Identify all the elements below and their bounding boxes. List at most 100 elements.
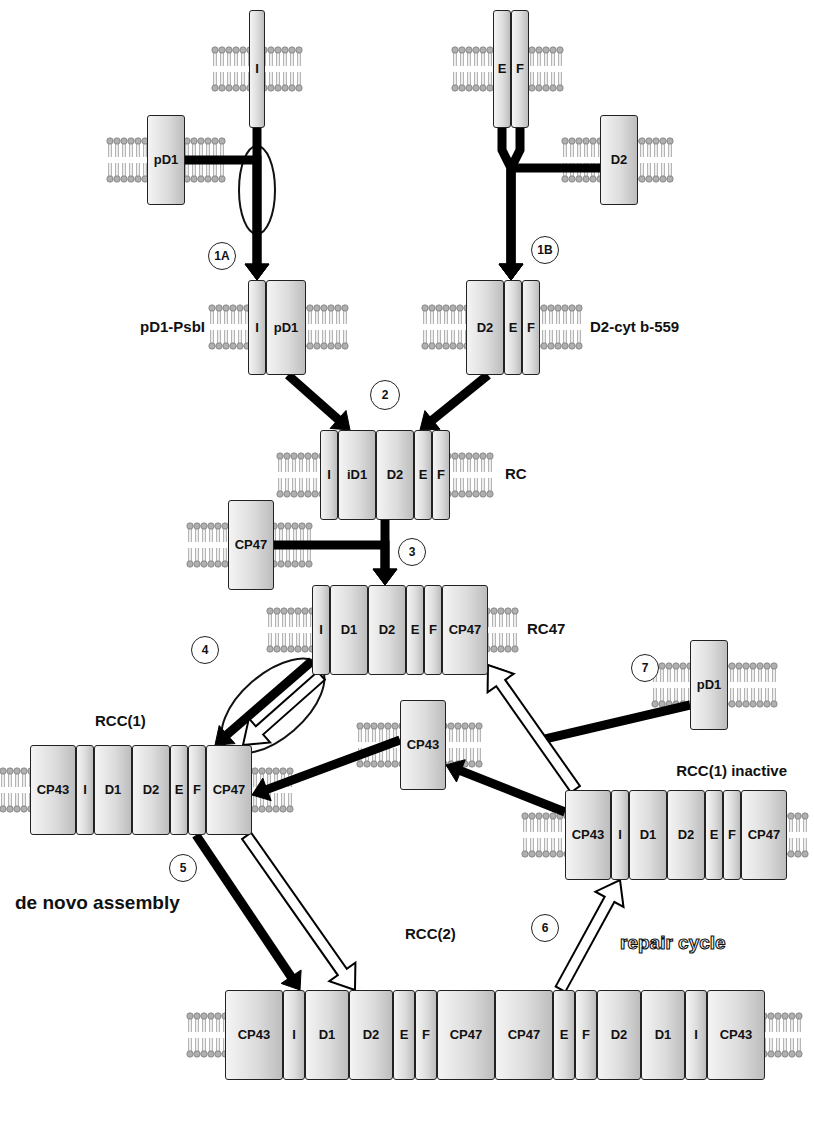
subunit-box: CP47	[741, 790, 787, 880]
lipid-head	[285, 561, 291, 567]
lipid-head	[273, 768, 279, 774]
subunit-box: F	[415, 990, 437, 1080]
step-number-circle: 6	[531, 914, 559, 942]
lipid-head	[576, 343, 582, 349]
lipid-head	[306, 561, 312, 567]
lipid-head	[473, 85, 479, 91]
lipid-head	[314, 305, 320, 311]
lipid-head	[233, 47, 239, 53]
subunit-box: D1	[94, 745, 132, 835]
lipid-head	[673, 663, 679, 669]
lipid-head	[536, 813, 542, 819]
lipid-head	[459, 491, 465, 497]
lipid-head	[476, 761, 482, 767]
complex-label: RCC(1)	[95, 712, 146, 730]
complex-group: pD1-PsbIIpD1	[248, 280, 306, 375]
lipid-head	[268, 85, 274, 91]
lipid-head	[555, 343, 561, 349]
lipid-head	[219, 47, 225, 53]
lipid-head	[208, 561, 214, 567]
lipid-head	[277, 453, 283, 459]
lipid-head	[443, 305, 449, 311]
step-number: 1A	[214, 249, 229, 263]
protein-box: D2	[600, 115, 638, 205]
protein-name: CP47	[508, 1027, 541, 1043]
subunit-box: E	[393, 990, 415, 1080]
lipid-head	[212, 85, 218, 91]
arrow-shaft	[274, 545, 385, 571]
protein-name: CP43	[720, 1027, 753, 1043]
subunit-box: D1	[330, 585, 368, 675]
arrow-shaft	[459, 770, 565, 812]
lipid-head	[191, 176, 197, 182]
lipid-head	[466, 491, 472, 497]
lipid-head	[335, 343, 341, 349]
subunit-box: CP43	[225, 990, 283, 1080]
lipid-head	[240, 85, 246, 91]
lipid-head	[529, 813, 535, 819]
lipid-head	[215, 1051, 221, 1057]
protein-name: I	[255, 320, 259, 336]
lipid-head	[267, 608, 273, 614]
subunit-box: I	[76, 745, 94, 835]
lipid-head	[328, 343, 334, 349]
lipid-head	[771, 663, 777, 669]
arrow-shaft	[288, 375, 340, 421]
lipid-head	[729, 663, 735, 669]
repair-arrow	[560, 880, 624, 990]
lipid-head	[212, 47, 218, 53]
arrow-head	[373, 569, 397, 585]
lipid-head	[219, 85, 225, 91]
lipid-head	[208, 1013, 214, 1019]
lipid-head	[459, 85, 465, 91]
lipid-head	[757, 701, 763, 707]
lipid-head	[307, 343, 313, 349]
repair-arrow	[488, 665, 576, 790]
lipid-head	[536, 85, 542, 91]
step-number: 3	[409, 545, 416, 559]
lipid-head	[491, 608, 497, 614]
lipid-head	[660, 176, 666, 182]
lipid-head	[287, 806, 293, 812]
lipid-head	[459, 453, 465, 459]
lipid-head	[775, 1013, 781, 1019]
lipid-head	[371, 761, 377, 767]
protein-name: D2	[143, 782, 160, 798]
complex-label: RCC(1) inactive	[676, 762, 787, 780]
subunit-box: CP43	[565, 790, 611, 880]
subunit-box: CP43	[30, 745, 76, 835]
lipid-head	[550, 813, 556, 819]
lipid-head	[529, 47, 535, 53]
lipid-head	[473, 491, 479, 497]
lipid-head	[216, 305, 222, 311]
lipid-head	[205, 176, 211, 182]
lipid-head	[666, 663, 672, 669]
lipid-head	[469, 723, 475, 729]
subunit-box: I	[283, 990, 305, 1080]
protein-name: D1	[105, 782, 122, 798]
protein-box: I	[249, 10, 265, 128]
complex-label: RC	[505, 465, 527, 483]
arrow-head	[215, 726, 235, 746]
arrow-shaft	[511, 168, 600, 266]
lipid-head	[321, 343, 327, 349]
lipid-head	[278, 523, 284, 529]
lipid-head	[736, 663, 742, 669]
lipid-head	[639, 176, 645, 182]
lipid-head	[287, 768, 293, 774]
lipid-head	[282, 47, 288, 53]
free-label-holder: de novo assembly	[15, 892, 180, 915]
lipid-head	[275, 47, 281, 53]
lipid-head	[789, 1051, 795, 1057]
lipid-head	[562, 138, 568, 144]
lipid-head	[652, 701, 658, 707]
lipid-head	[392, 761, 398, 767]
protein-name: F	[582, 1027, 590, 1043]
subunit-box: E	[553, 990, 575, 1080]
lipid-head	[240, 47, 246, 53]
lipid-head	[215, 1013, 221, 1019]
protein-name: D2	[477, 320, 494, 336]
subunit-box: D2	[132, 745, 170, 835]
protein-name: I	[319, 622, 323, 638]
lipid-head	[768, 1051, 774, 1057]
